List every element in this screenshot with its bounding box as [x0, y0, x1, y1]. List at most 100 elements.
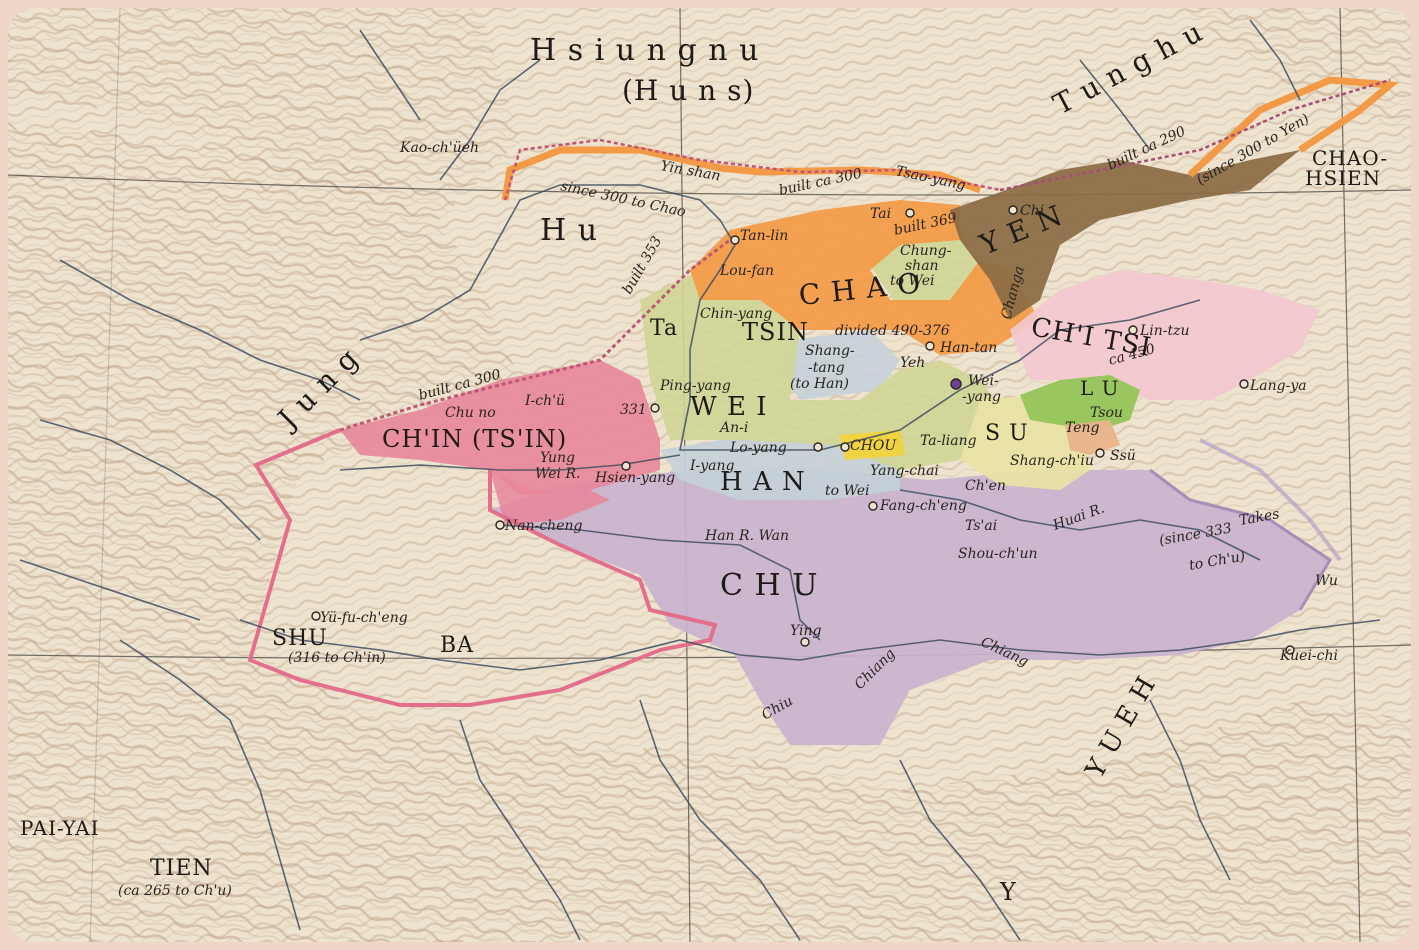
region-label: Ta: [650, 316, 678, 341]
chin-border: [247, 428, 718, 707]
chin-region-south[interactable]: [490, 470, 610, 525]
yen-outline-northeast: [1187, 76, 1399, 178]
place-label: Lang-ya: [1249, 378, 1307, 394]
city-markers: [311, 205, 1295, 655]
wu-coast-border: [1199, 438, 1342, 562]
place-label: Lo-yang: [729, 440, 787, 456]
place-label: Ssü: [1110, 448, 1136, 464]
city-marker: [1008, 205, 1018, 215]
place-label: An-i: [718, 420, 748, 436]
yen-region[interactable]: [950, 150, 1300, 320]
rivers: [19, 19, 1381, 941]
river-northeast: [1079, 19, 1301, 151]
place-label: Wei R.: [535, 466, 580, 482]
chi-region[interactable]: [1010, 270, 1320, 400]
place-label: (316 to Ch'in): [288, 650, 386, 666]
place-label: Yeh: [900, 355, 925, 371]
place-label: CHOU: [850, 438, 897, 454]
han-region-north[interactable]: [780, 330, 900, 400]
chin-region[interactable]: [340, 360, 660, 495]
huai-river: [899, 489, 1261, 561]
place-label: Lin-tzu: [1139, 323, 1190, 339]
city-marker: [868, 501, 878, 511]
lu-region[interactable]: [1020, 375, 1140, 430]
state-regions: [340, 76, 1399, 745]
place-label: Shou-ch'un: [958, 546, 1038, 562]
region-label: SHU: [272, 626, 328, 651]
city-marker: [1239, 379, 1249, 389]
place-label: Tai: [870, 206, 891, 222]
city-marker: [311, 611, 321, 621]
place-label: Ta-liang: [920, 433, 977, 449]
place-label: Yü-fu-ch'eng: [320, 610, 408, 626]
city-marker: [650, 403, 660, 413]
place-label: Nan-cheng: [504, 518, 583, 534]
han-region[interactable]: [660, 440, 900, 500]
place-label: Chu no: [445, 405, 496, 421]
region-label: HSIEN: [1305, 166, 1381, 190]
place-label: Ping-yang: [659, 378, 731, 394]
city-marker: [1285, 645, 1295, 655]
place-label: Yung: [540, 450, 575, 466]
place-label: Wei-: [968, 373, 999, 389]
river-south-1: [459, 719, 581, 941]
city-marker: [840, 442, 850, 452]
chao-wall: [503, 138, 1001, 201]
city-marker: [1095, 448, 1105, 458]
place-label: Kao-ch'üeh: [399, 140, 479, 156]
place-label: (to Han): [790, 376, 849, 392]
yen-wall: [999, 78, 1391, 192]
region-label: CHAO-: [1312, 146, 1388, 170]
teng-region[interactable]: [1065, 420, 1120, 455]
city-marker: [813, 442, 823, 452]
place-label: Han-tan: [939, 340, 997, 356]
wei-river: [339, 454, 681, 471]
place-label: Fang-ch'eng: [879, 498, 967, 514]
place-label: Shang-ch'iu: [1010, 453, 1094, 469]
river-southwest: [119, 639, 301, 931]
river-south-2: [639, 699, 801, 941]
city-marker: [495, 520, 505, 530]
chou-region[interactable]: [840, 430, 905, 460]
region-label: Y: [999, 878, 1017, 906]
place-label: Chi: [1020, 203, 1044, 219]
river-west-1: [59, 259, 361, 401]
place-label: Teng: [1065, 420, 1100, 436]
place-label: Chin-yang: [700, 306, 772, 322]
city-marker: [621, 461, 631, 471]
place-label: Hsien-yang: [594, 470, 675, 486]
chao-region[interactable]: [690, 200, 1040, 355]
region-label: BA: [440, 633, 474, 658]
city-marker: [925, 341, 935, 351]
place-label: Lou-fan: [719, 263, 774, 279]
region-label: (H u n s): [622, 74, 754, 107]
place-label: Ying: [790, 623, 821, 639]
chu-region[interactable]: [490, 470, 1330, 745]
place-label: Yang-chai: [870, 463, 939, 479]
region-label: S U: [985, 421, 1029, 446]
region-label: CH'IN (TS'IN): [382, 425, 567, 453]
borders: [247, 78, 1391, 707]
yangtze-river: [239, 619, 1381, 671]
city-marker: [1128, 325, 1138, 335]
city-marker: [800, 637, 810, 647]
place-label: I-yang: [689, 458, 735, 474]
region-label: PAI-YAI: [20, 816, 100, 840]
region-label: W E I: [690, 392, 768, 422]
wei-region[interactable]: [640, 270, 1010, 470]
place-label: divided 490-376: [835, 323, 950, 339]
place-label: Ts'ai: [965, 518, 997, 534]
river-south-4: [1149, 699, 1231, 881]
place-label: Kuei-chi: [1279, 648, 1338, 664]
region-label: TSIN: [742, 318, 809, 346]
place-label: I-ch'ü: [524, 393, 565, 409]
place-label: -yang: [962, 389, 1001, 405]
han-river: [499, 524, 821, 641]
river-north: [359, 29, 541, 181]
place-label: 331: [620, 402, 647, 418]
place-label: Han R. Wan: [704, 528, 789, 544]
region-label: C H U: [720, 568, 818, 603]
